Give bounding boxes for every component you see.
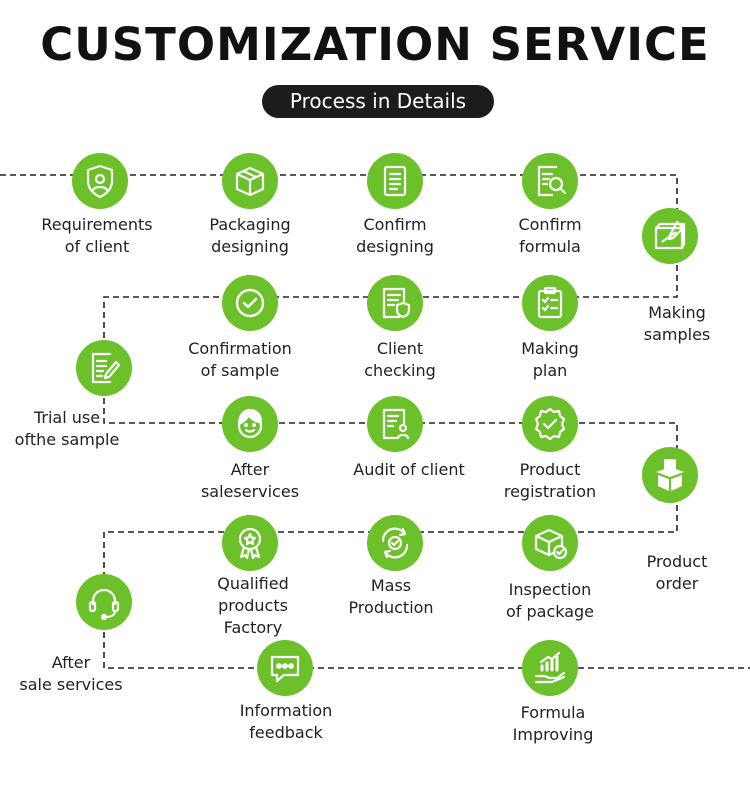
- step-node-confirm-designing: [367, 153, 423, 209]
- growth-chart-icon: [534, 651, 566, 684]
- step-node-formula-improving: [522, 640, 578, 696]
- check-circle-icon: [235, 288, 265, 318]
- box-icon: [235, 166, 265, 197]
- badge-check-icon: [534, 407, 566, 441]
- step-node-trial-use: [76, 340, 132, 396]
- step-node-product-registration: [522, 396, 578, 452]
- step-node-requirements: [72, 153, 128, 209]
- open-box-icon: [656, 459, 684, 491]
- step-node-making-plan: [522, 275, 578, 331]
- step-node-confirmation-sample: [222, 275, 278, 331]
- package-check-icon: [534, 528, 568, 560]
- blueprint-icon: [654, 220, 686, 250]
- woman-face-icon: [237, 408, 263, 439]
- document-shield-icon: [382, 287, 411, 319]
- step-node-audit-client: [367, 396, 423, 452]
- step-node-mass-production: [367, 515, 423, 571]
- document-pen-icon: [91, 352, 121, 384]
- step-node-qualified-factory: [222, 515, 278, 571]
- chat-bubble-icon: [270, 655, 300, 683]
- step-node-client-checking: [367, 275, 423, 331]
- step-node-after-sale-services-2: [76, 574, 132, 630]
- flow-line-row-2: [103, 235, 678, 368]
- audit-document-icon: [382, 408, 410, 440]
- step-node-after-sale-services-1: [222, 396, 278, 452]
- document-search-icon: [537, 165, 567, 197]
- document-list-icon: [383, 165, 407, 197]
- step-node-inspection-package: [522, 515, 578, 571]
- clipboard-icon: [537, 286, 563, 319]
- shield-user-icon: [86, 164, 114, 199]
- page-title: CUSTOMIZATION SERVICE: [40, 18, 710, 71]
- subtitle-badge: Process in Details: [262, 85, 494, 118]
- gear-cycle-icon: [381, 527, 409, 559]
- headset-icon: [88, 588, 120, 621]
- step-node-confirm-formula: [522, 153, 578, 209]
- step-node-packaging: [222, 153, 278, 209]
- step-node-information-feedback: [257, 640, 313, 696]
- award-medal-icon: [238, 527, 262, 560]
- step-label-audit-client: Audit of client: [353, 460, 465, 479]
- step-node-making-samples: [642, 208, 698, 264]
- step-node-product-order: [642, 447, 698, 503]
